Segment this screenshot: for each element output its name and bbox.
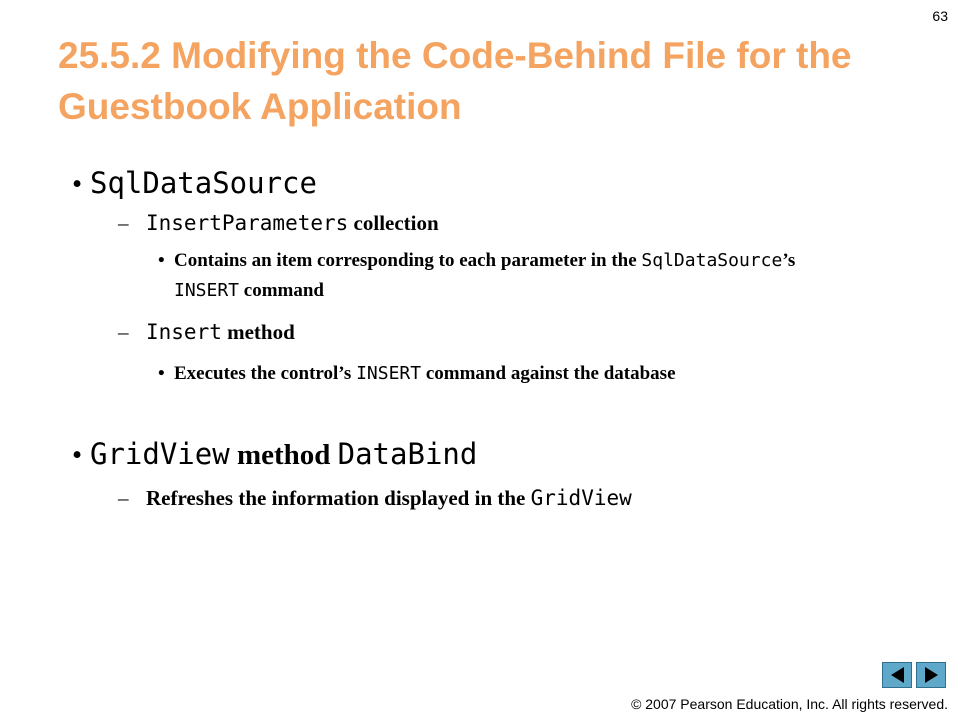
- bullet-dot: •: [72, 168, 83, 200]
- triangle-left-icon: [890, 667, 904, 683]
- detail-item: • Contains an item corresponding to each…: [158, 246, 892, 306]
- subitem-insert: – Insert method: [118, 320, 892, 345]
- dash: –: [118, 320, 129, 344]
- subitem-refreshes: – Refreshes the information displayed in…: [118, 486, 632, 510]
- subitem-code: Insert: [146, 320, 222, 344]
- bullet-dot: •: [158, 250, 165, 271]
- slide-title: 25.5.2 Modifying the Code-Behind File fo…: [58, 35, 852, 127]
- previous-slide-button[interactable]: [882, 662, 912, 688]
- bullet-dot: •: [72, 439, 83, 471]
- page-number: 63: [932, 8, 948, 24]
- bullet-dot: •: [158, 363, 165, 384]
- subitem-code: InsertParameters: [146, 211, 349, 235]
- bullet-gridview: • GridView method DataBind: [72, 437, 478, 471]
- copyright-footer: © 2007 Pearson Education, Inc. All right…: [631, 696, 948, 712]
- dash: –: [118, 486, 129, 510]
- detail-item: • Executes the control’s INSERT command …: [158, 357, 892, 391]
- triangle-right-icon: [924, 667, 938, 683]
- subitem-text: method: [221, 320, 295, 344]
- subitem-text: collection: [348, 211, 439, 235]
- slide-content: • SqlDataSource – InsertParameters colle…: [72, 166, 892, 511]
- slide-navigation: [882, 662, 946, 688]
- next-slide-button[interactable]: [916, 662, 946, 688]
- bullet-sqldatasource: • SqlDataSource: [72, 166, 892, 201]
- bullet-code: SqlDataSource: [90, 166, 317, 200]
- subitem-insertparameters: – InsertParameters collection: [118, 211, 892, 236]
- dash: –: [118, 211, 129, 235]
